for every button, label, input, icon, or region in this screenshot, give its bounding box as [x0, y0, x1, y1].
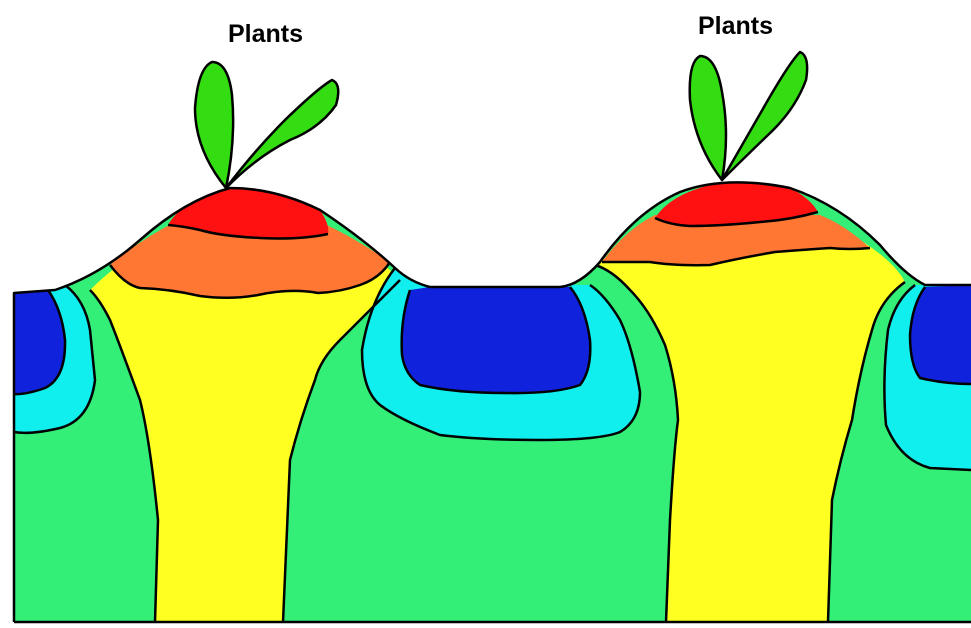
leaf-icon: [690, 56, 726, 180]
zone-blue-middle: [402, 287, 591, 393]
leaf-icon: [195, 62, 233, 188]
plant-label-right: Plants: [698, 12, 773, 40]
soil-zones: [0, 170, 971, 628]
plant-left: Plants: [195, 20, 338, 188]
plant-label-left: Plants: [228, 20, 303, 48]
leaf-icon: [722, 52, 807, 180]
zone-blue-right: [910, 285, 971, 384]
leaf-icon: [226, 80, 338, 188]
plant-right: Plants: [690, 12, 807, 180]
